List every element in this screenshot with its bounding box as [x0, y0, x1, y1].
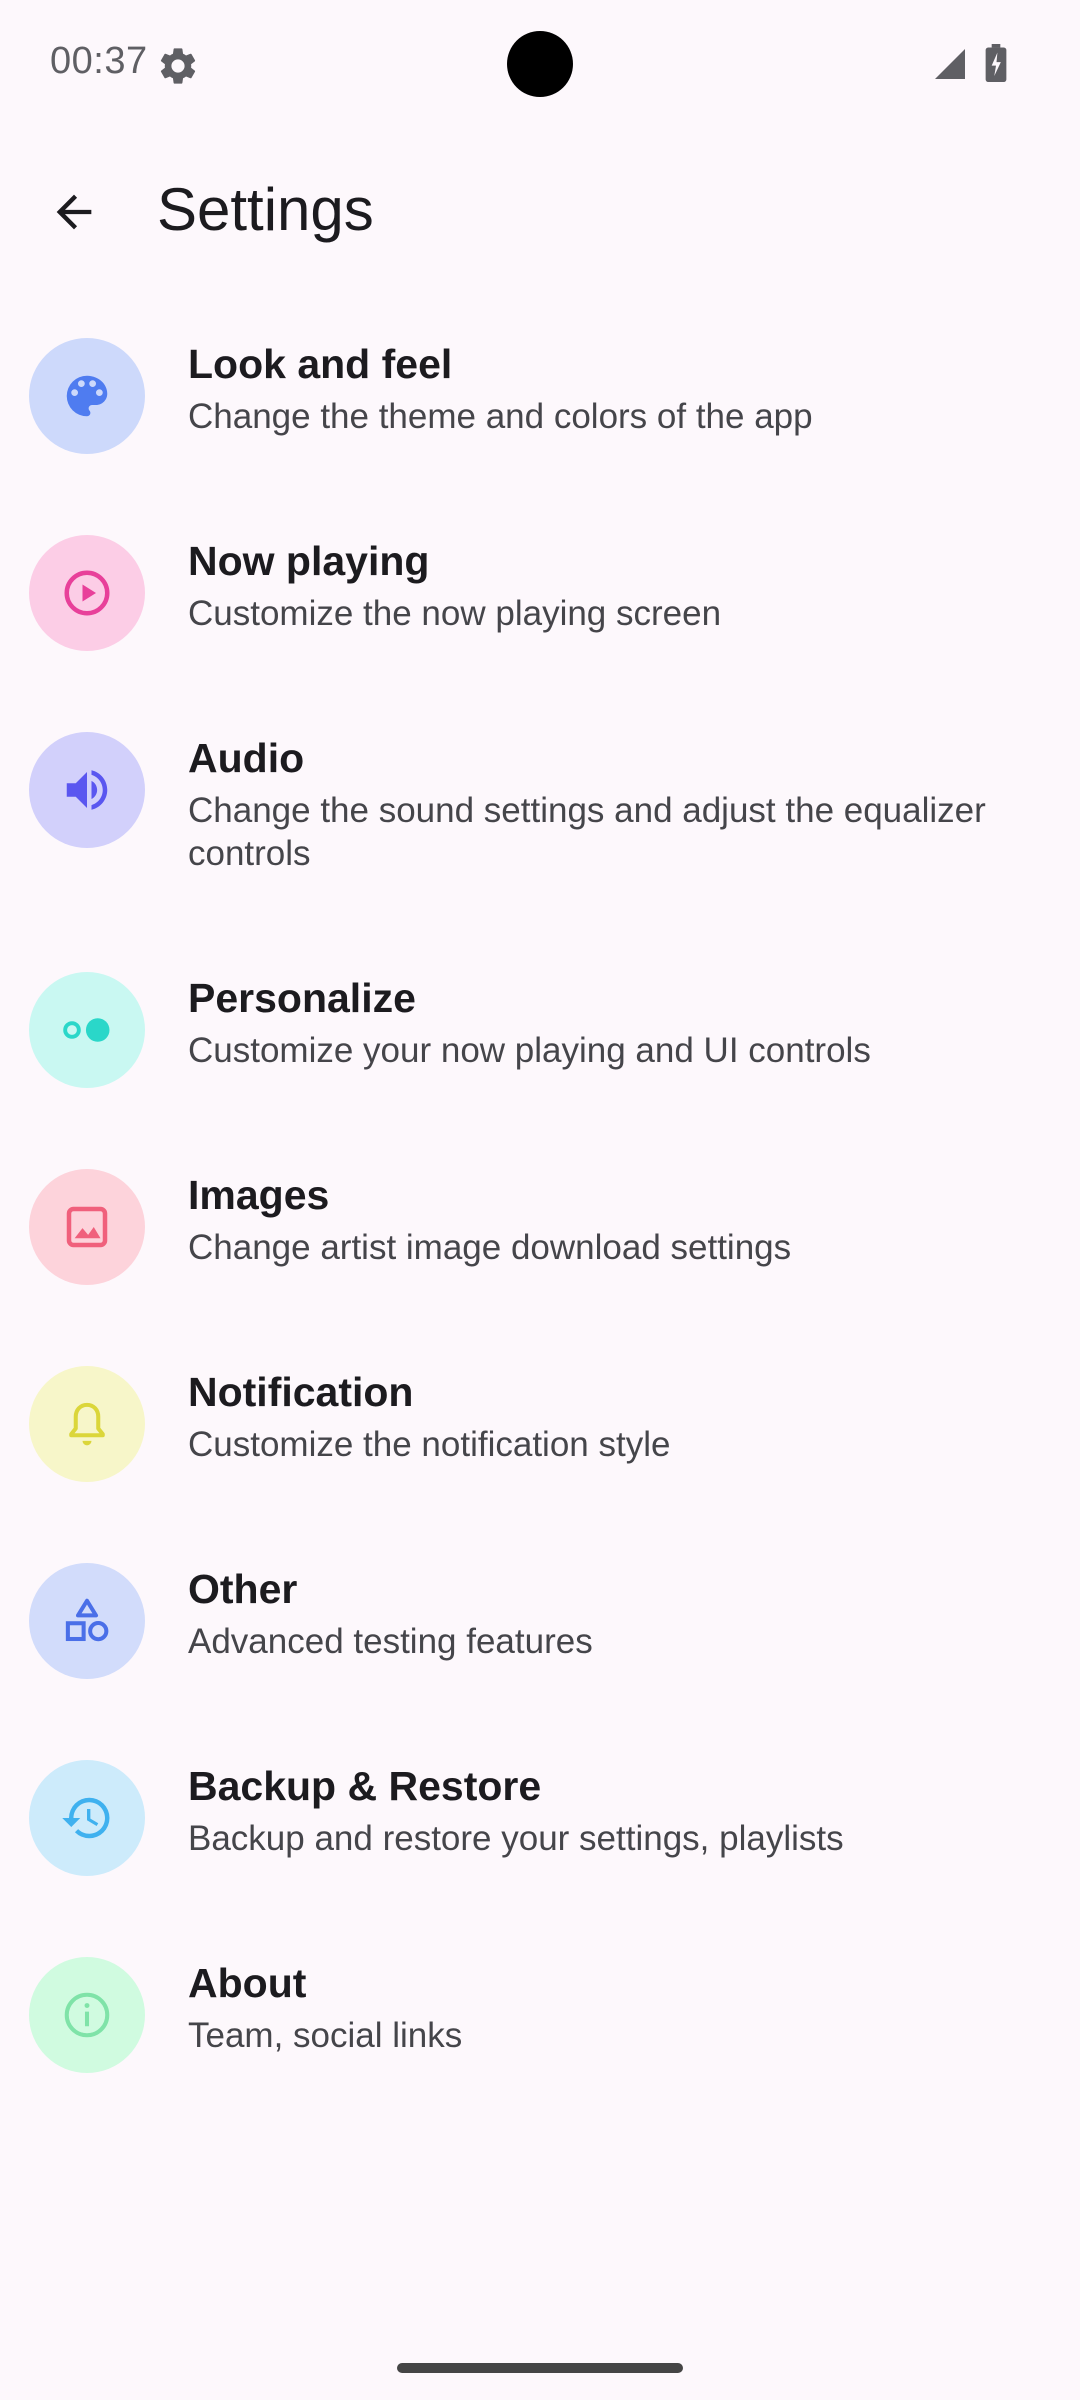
- settings-list: Look and feel Change the theme and color…: [0, 296, 1080, 2112]
- toggle-icon: [63, 1018, 110, 1042]
- status-bar: 00:37: [0, 0, 1080, 128]
- settings-item-backup-restore[interactable]: Backup & Restore Backup and restore your…: [0, 1718, 1080, 1915]
- item-subtitle: Backup and restore your settings, playli…: [188, 1819, 844, 1858]
- look-and-feel-icon-badge: [29, 338, 145, 454]
- item-title: Other: [188, 1566, 298, 1612]
- other-icon-badge: [29, 1563, 145, 1679]
- app-bar: Settings: [0, 128, 1080, 294]
- item-subtitle: Change artist image download settings: [188, 1228, 792, 1267]
- bell-icon: [69, 1402, 105, 1446]
- audio-icon-badge: [29, 732, 145, 848]
- settings-item-personalize[interactable]: Personalize Customize your now playing a…: [0, 930, 1080, 1127]
- settings-item-other[interactable]: Other Advanced testing features: [0, 1521, 1080, 1718]
- settings-item-audio[interactable]: Audio Change the sound settings and adju…: [0, 690, 1080, 930]
- item-subtitle: Customize your now playing and UI contro…: [188, 1031, 871, 1070]
- item-title: Personalize: [188, 975, 416, 1021]
- arrow-back-icon: [56, 194, 91, 229]
- settings-item-images[interactable]: Images Change artist image download sett…: [0, 1127, 1080, 1324]
- settings-item-notification[interactable]: Notification Customize the notification …: [0, 1324, 1080, 1521]
- item-subtitle: Customize the now playing screen: [188, 594, 722, 633]
- shapes-icon: [65, 1598, 109, 1642]
- item-subtitle: Advanced testing features: [188, 1622, 593, 1661]
- backup-restore-icon-badge: [29, 1760, 145, 1876]
- volume-icon: [66, 770, 108, 810]
- settings-item-now-playing[interactable]: Now playing Customize the now playing sc…: [0, 493, 1080, 690]
- item-subtitle: Customize the notification style: [188, 1425, 671, 1464]
- personalize-icon-badge: [29, 972, 145, 1088]
- item-title: About: [188, 1960, 307, 2006]
- settings-item-about[interactable]: About Team, social links: [0, 1915, 1080, 2112]
- home-indicator[interactable]: [397, 2363, 683, 2373]
- item-title: Look and feel: [188, 341, 453, 387]
- palette-icon: [66, 375, 108, 417]
- info-icon: [64, 1992, 110, 2038]
- signal-icon: [935, 49, 965, 79]
- now-playing-icon-badge: [29, 535, 145, 651]
- about-icon-badge: [29, 1957, 145, 2073]
- item-subtitle: Change the sound settings and adjust the…: [188, 791, 986, 873]
- history-icon: [62, 1797, 110, 1839]
- notification-icon-badge: [29, 1366, 145, 1482]
- item-subtitle: Team, social links: [188, 2016, 463, 2055]
- item-title: Images: [188, 1172, 330, 1218]
- page-title: Settings: [157, 176, 374, 243]
- images-icon-badge: [29, 1169, 145, 1285]
- settings-gear-icon: [160, 48, 196, 84]
- item-title: Notification: [188, 1369, 414, 1415]
- status-time: 00:37: [50, 40, 148, 82]
- item-title: Backup & Restore: [188, 1763, 542, 1809]
- battery-charging-icon: [985, 44, 1007, 82]
- camera-cutout: [507, 31, 573, 97]
- item-title: Now playing: [188, 538, 430, 584]
- image-icon: [66, 1206, 108, 1248]
- item-subtitle: Change the theme and colors of the app: [188, 397, 813, 436]
- item-title: Audio: [188, 735, 305, 781]
- back-button[interactable]: [0, 138, 147, 285]
- settings-item-look-and-feel[interactable]: Look and feel Change the theme and color…: [0, 296, 1080, 493]
- play-circle-icon: [64, 570, 110, 616]
